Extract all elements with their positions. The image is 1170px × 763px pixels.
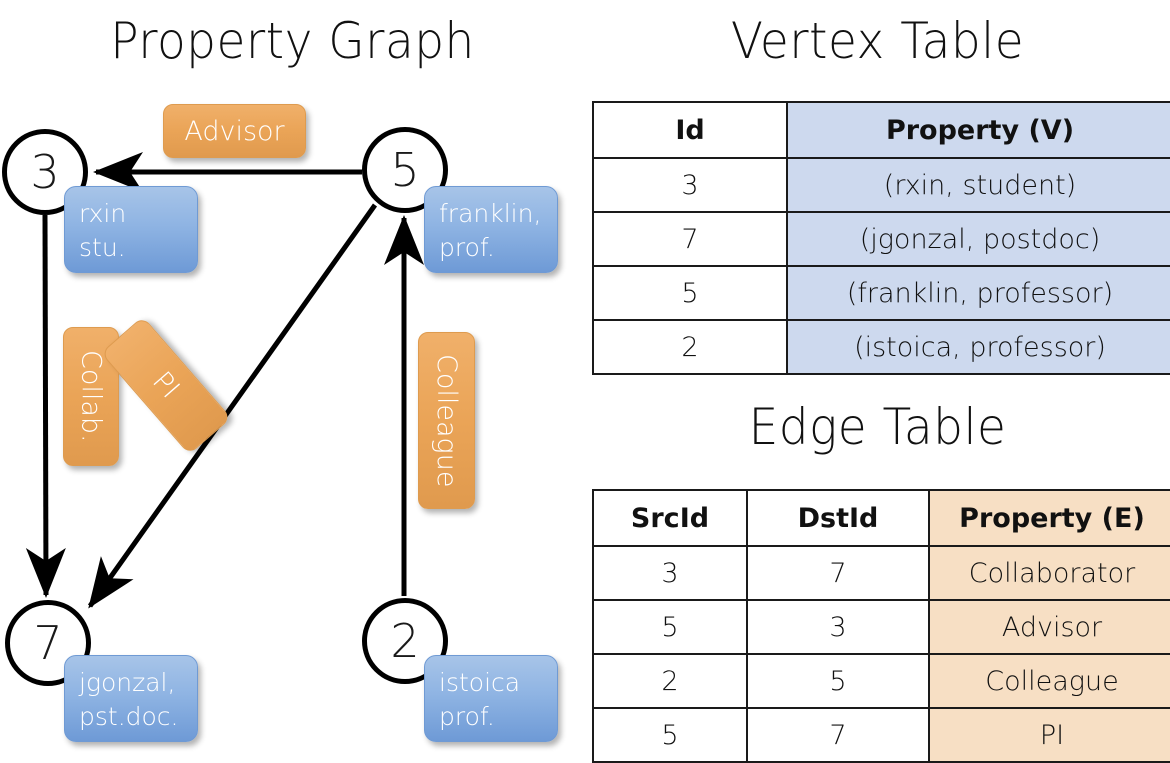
edge-table-header-srcid: SrcId xyxy=(592,489,748,547)
page-title-vertex-table: Vertex Table xyxy=(730,12,1025,70)
graph-node-5-label: 5 xyxy=(390,143,420,197)
node-property-box-franklin: franklin, prof. xyxy=(424,186,558,273)
edge-5-to-7-pi xyxy=(87,203,378,609)
vertex-cell-id: 2 xyxy=(592,319,788,375)
edge-table-header-row: SrcId DstId Property (E) xyxy=(592,489,1170,547)
vertex-table: Id Property (V) 3 (rxin, student) 7 (jgo… xyxy=(592,101,1170,375)
node-property-box-jgonzal: jgonzal, pst.doc. xyxy=(64,655,198,742)
table-row[interactable]: 3 (rxin, student) xyxy=(592,157,1170,213)
vertex-cell-property: (rxin, student) xyxy=(786,157,1170,213)
node-property-jgonzal-line1: jgonzal, xyxy=(79,668,176,697)
node-property-franklin-line1: franklin, xyxy=(439,199,542,228)
table-row[interactable]: 2 5 Colleague xyxy=(592,653,1170,709)
table-row[interactable]: 5 7 PI xyxy=(592,707,1170,763)
edge-table-header-property: Property (E) xyxy=(928,489,1170,547)
vertex-cell-id: 5 xyxy=(592,265,788,321)
graph-node-2[interactable]: 2 xyxy=(362,598,448,684)
graph-edges-layer xyxy=(25,152,424,609)
edge-label-advisor-text: Advisor xyxy=(184,115,285,147)
graph-node-3-label: 3 xyxy=(30,145,60,199)
vertex-cell-property: (franklin, professor) xyxy=(786,265,1170,321)
vertex-table-header-row: Id Property (V) xyxy=(592,101,1170,159)
page-title-edge-table: Edge Table xyxy=(748,398,1007,456)
edge-cell-property: Advisor xyxy=(928,599,1170,655)
node-property-box-istoica: istoica prof. xyxy=(424,655,558,742)
vertex-cell-id: 7 xyxy=(592,211,788,267)
node-property-jgonzal-line2: pst.doc. xyxy=(79,701,179,731)
node-property-box-rxin: rxin stu. xyxy=(64,186,198,273)
edge-label-collab-text: Collab. xyxy=(75,350,107,443)
graph-node-2-label: 2 xyxy=(390,614,420,668)
table-row[interactable]: 5 3 Advisor xyxy=(592,599,1170,655)
page-title-property-graph: Property Graph xyxy=(110,12,475,70)
edge-label-colleague: Colleague xyxy=(418,332,475,509)
vertex-cell-property: (jgonzal, postdoc) xyxy=(786,211,1170,267)
table-row[interactable]: 3 7 Collaborator xyxy=(592,545,1170,601)
vertex-table-header-id: Id xyxy=(592,101,788,159)
edge-table-header-dstid: DstId xyxy=(746,489,930,547)
edge-cell-srcid: 3 xyxy=(592,545,748,601)
node-property-rxin-line1: rxin xyxy=(79,199,127,228)
edge-cell-property: Colleague xyxy=(928,653,1170,709)
node-property-istoica-line2: prof. xyxy=(439,701,495,731)
table-row[interactable]: 2 (istoica, professor) xyxy=(592,319,1170,375)
edge-cell-property: PI xyxy=(928,707,1170,763)
node-property-rxin-line2: stu. xyxy=(79,232,126,262)
edge-label-colleague-text: Colleague xyxy=(431,353,462,488)
property-graph-diagram: 3 5 7 2 rxin stu. franklin, prof. jgonza… xyxy=(0,0,585,760)
edge-3-to-7-collab xyxy=(25,214,66,598)
edge-label-pi-text: PI xyxy=(146,366,186,405)
edge-cell-property: Collaborator xyxy=(928,545,1170,601)
edge-cell-dstid: 5 xyxy=(746,653,930,709)
edge-cell-dstid: 3 xyxy=(746,599,930,655)
edge-cell-dstid: 7 xyxy=(746,707,930,763)
edge-table: SrcId DstId Property (E) 3 7 Collaborato… xyxy=(592,489,1170,763)
vertex-table-header-property: Property (V) xyxy=(786,101,1170,159)
edge-cell-srcid: 5 xyxy=(592,599,748,655)
node-property-istoica-line1: istoica xyxy=(439,668,521,697)
edge-cell-dstid: 7 xyxy=(746,545,930,601)
edge-label-collab: Collab. xyxy=(63,327,119,466)
node-property-franklin-line2: prof. xyxy=(439,232,495,262)
table-row[interactable]: 7 (jgonzal, postdoc) xyxy=(592,211,1170,267)
edge-label-advisor: Advisor xyxy=(163,104,306,158)
graph-node-7-label: 7 xyxy=(33,616,63,670)
edge-cell-srcid: 2 xyxy=(592,653,748,709)
table-row[interactable]: 5 (franklin, professor) xyxy=(592,265,1170,321)
graph-node-5[interactable]: 5 xyxy=(362,127,448,213)
edge-cell-srcid: 5 xyxy=(592,707,748,763)
vertex-cell-property: (istoica, professor) xyxy=(786,319,1170,375)
vertex-cell-id: 3 xyxy=(592,157,788,213)
